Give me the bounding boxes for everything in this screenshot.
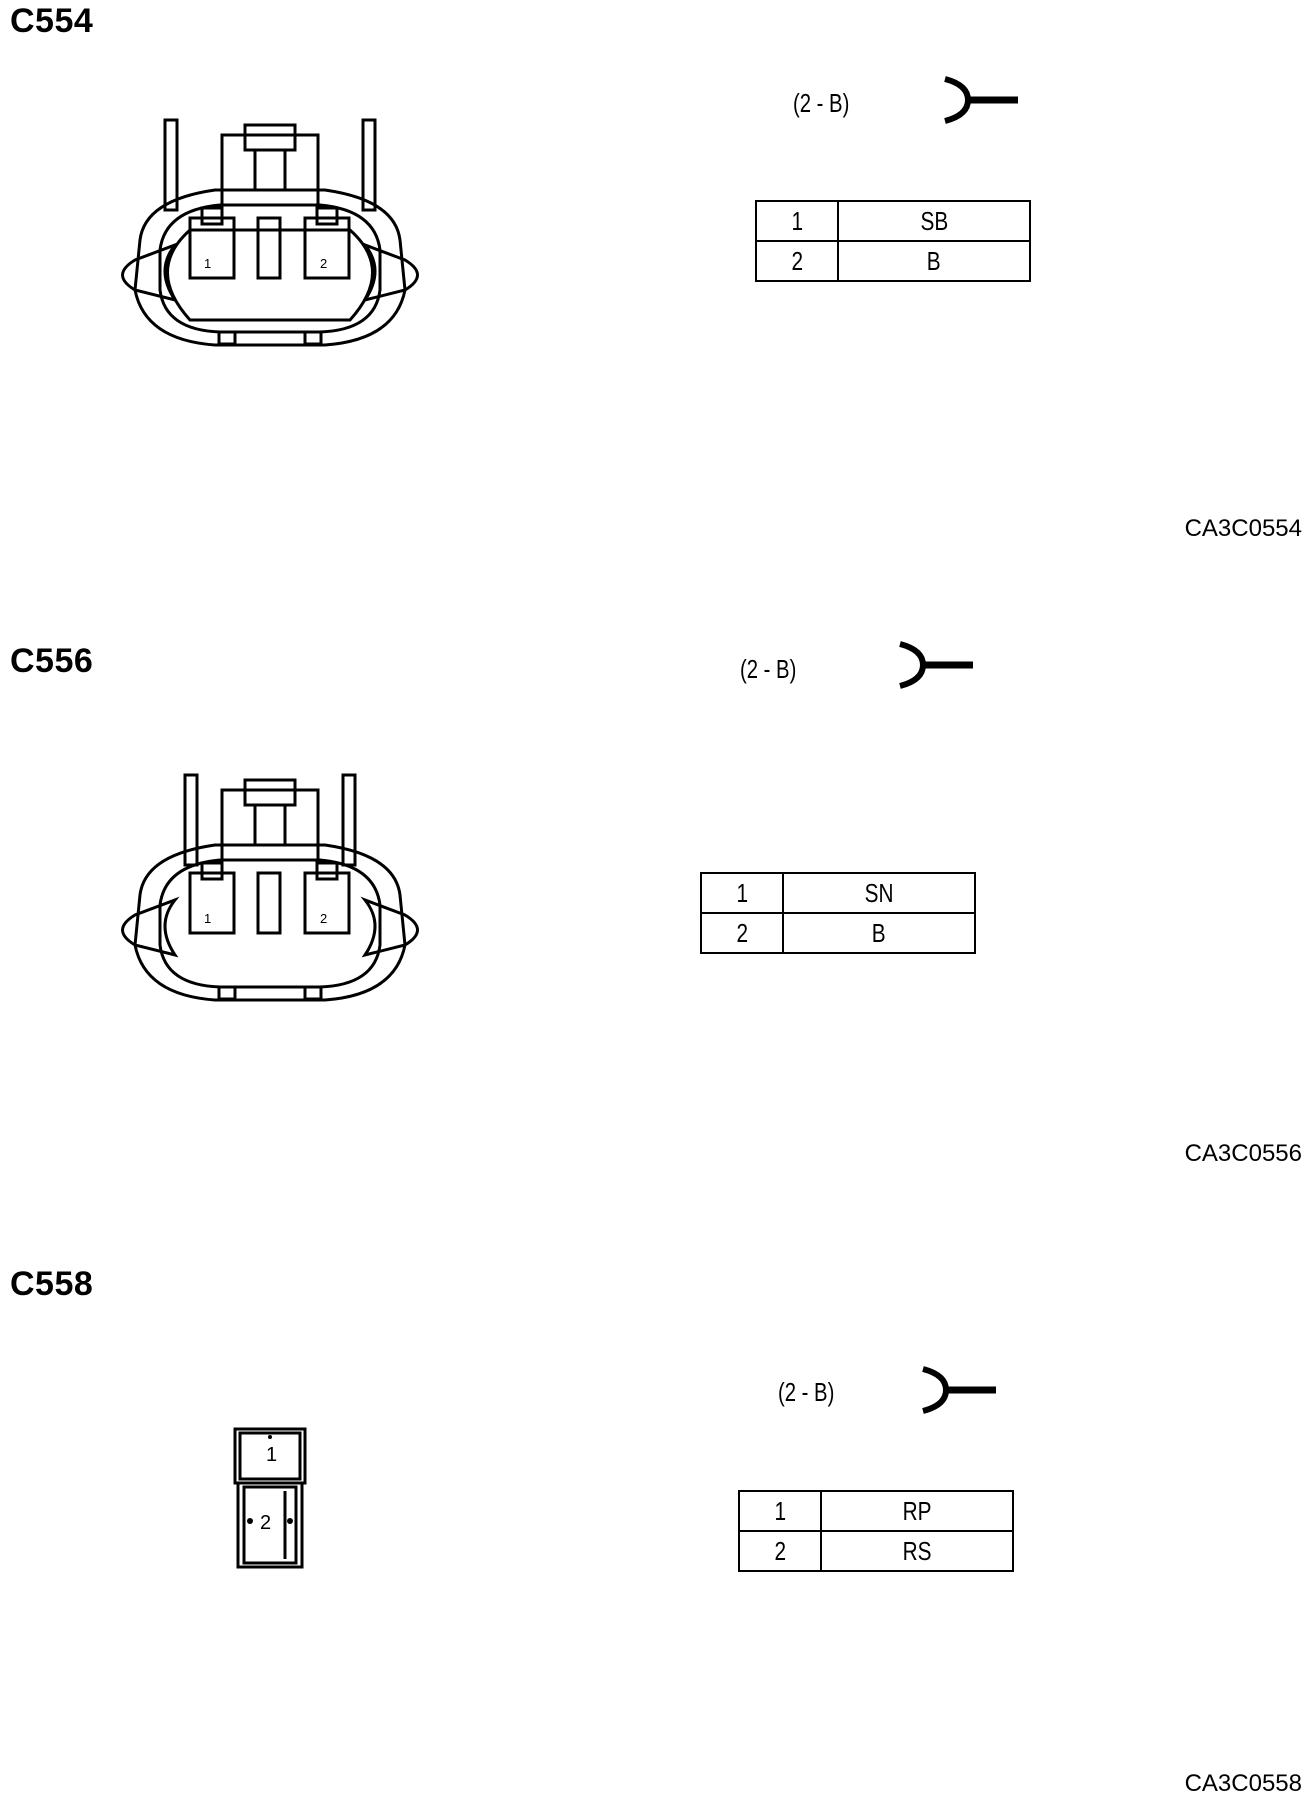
connector-section-c558: C558 1 2 (2 - B) 1 RP 2 RS CA3C0558 [0,1265,1312,1812]
pin-1-label: 1 [204,911,211,926]
connector-section-c556: C556 1 2 (2 - B) 1 SN [0,640,1312,1200]
pin-1-label: 1 [266,1444,277,1466]
wire-color: SN [864,877,894,908]
table-row: 2 B [700,912,976,954]
connector-spec: (2 - B) [778,1377,835,1407]
connector-id: C558 [10,1265,94,1303]
pin-2-label: 2 [320,256,327,271]
pin-2-label: 2 [260,1512,271,1534]
connector-spec: (2 - B) [740,654,797,684]
pin-number: 2 [774,1535,786,1566]
connector-face-drawing: 1 2 [121,118,419,347]
pin-number: 1 [736,877,748,908]
wire-color: RP [902,1495,932,1526]
pin-number: 2 [791,245,803,276]
table-row: 1 RP [738,1490,1014,1532]
pin-color-table: 1 SN 2 B [700,872,976,954]
wire-color: RS [902,1535,932,1566]
pin-color-table: 1 SB 2 B [755,200,1031,282]
connector-id: C554 [10,2,94,40]
connector-spec: (2 - B) [793,88,850,118]
wire-color: B [872,917,886,948]
connector-face-drawing: 1 2 [121,773,419,1002]
table-row: 1 SN [700,872,976,914]
plug-terminal-icon [922,1366,996,1414]
wire-color: SB [920,205,948,236]
diagram-code: CA3C0556 [1184,1140,1302,1167]
pin-1-label: 1 [204,256,211,271]
pin-color-table: 1 RP 2 RS [738,1490,1014,1572]
table-row: 2 RS [738,1530,1014,1572]
table-row: 1 SB [755,200,1031,242]
connector-id: C556 [10,642,94,680]
plug-terminal-icon [899,641,973,689]
wire-color: B [927,245,941,276]
connector-section-c554: C554 1 2 (2 - B) 1 [0,0,1312,560]
pin-number: 1 [791,205,803,236]
diagram-code: CA3C0554 [1184,515,1302,542]
table-row: 2 B [755,240,1031,282]
pin-number: 1 [774,1495,786,1526]
connector-face-drawing: 1 2 [233,1427,307,1569]
pin-number: 2 [736,917,748,948]
diagram-code: CA3C0558 [1184,1770,1302,1797]
plug-terminal-icon [944,76,1018,124]
pin-2-label: 2 [320,911,327,926]
